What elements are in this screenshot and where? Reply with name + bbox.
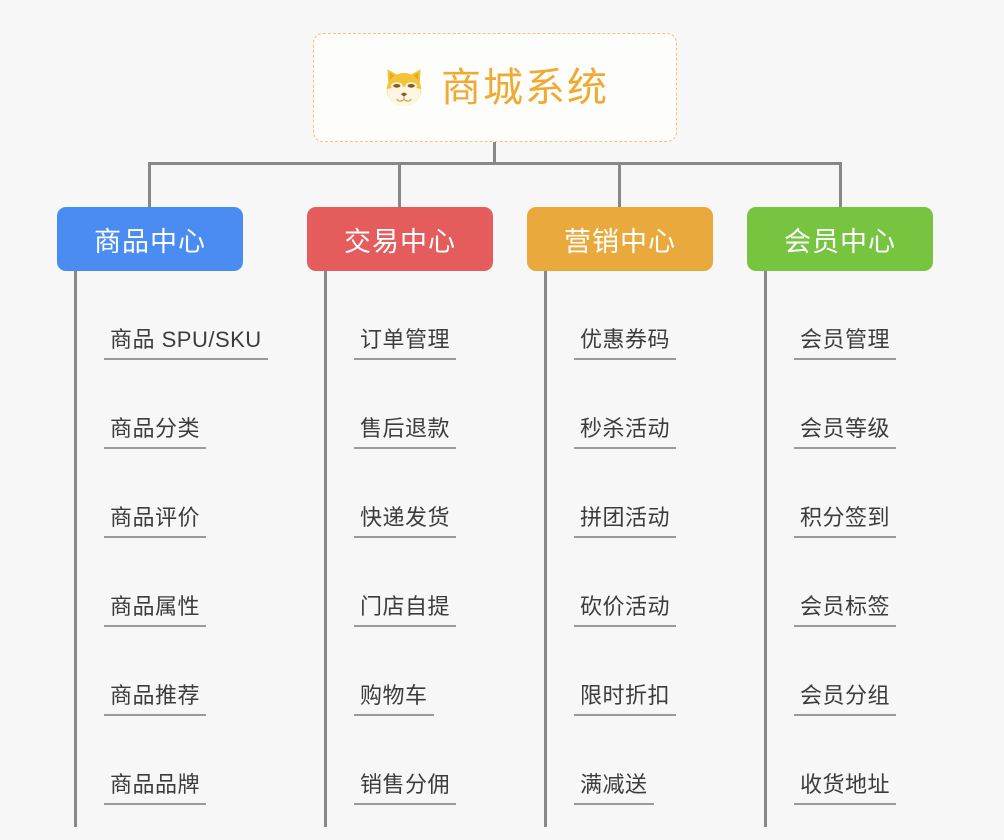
leaf-item[interactable]: 商品评价 <box>74 449 207 538</box>
leaf-item[interactable]: 商品品牌 <box>74 716 207 805</box>
leaf-item[interactable]: 限时折扣 <box>544 627 677 716</box>
leaf-item[interactable]: 购物车 <box>324 627 434 716</box>
category-box-4[interactable]: 会员中心 <box>747 207 933 271</box>
leaf-label: 满减送 <box>574 774 654 805</box>
leaf-item[interactable]: 满减送 <box>544 716 654 805</box>
leaf-item[interactable]: 售后退款 <box>324 360 457 449</box>
connector-drop-4 <box>839 162 842 208</box>
root-node[interactable]: 商城系统 <box>313 33 677 142</box>
leaf-spine-3 <box>544 271 547 827</box>
leaf-label: 秒杀活动 <box>574 418 677 449</box>
leaf-item[interactable]: 商品推荐 <box>74 627 207 716</box>
category-label-2: 交易中心 <box>344 226 456 257</box>
category-box-2[interactable]: 交易中心 <box>307 207 493 271</box>
leaf-label: 会员等级 <box>794 418 897 449</box>
leaf-item[interactable]: 拼团活动 <box>544 449 677 538</box>
leaf-item[interactable]: 商品分类 <box>74 360 207 449</box>
leaf-label: 砍价活动 <box>574 596 677 627</box>
leaf-label: 门店自提 <box>354 596 457 627</box>
leaf-item[interactable]: 快递发货 <box>324 449 457 538</box>
leaf-label: 会员标签 <box>794 596 897 627</box>
leaf-label: 商品品牌 <box>104 774 207 805</box>
leaf-label: 会员分组 <box>794 685 897 716</box>
leaf-label: 商品 SPU/SKU <box>104 329 268 360</box>
category-box-3[interactable]: 营销中心 <box>527 207 713 271</box>
leaf-label: 优惠券码 <box>574 329 677 360</box>
connector-drop-3 <box>618 162 621 208</box>
leaf-item[interactable]: 订单管理 <box>324 271 457 360</box>
leaf-label: 订单管理 <box>354 329 457 360</box>
leaf-label: 商品评价 <box>104 507 207 538</box>
leaf-item[interactable]: 积分签到 <box>764 449 897 538</box>
leaf-label: 限时折扣 <box>574 685 677 716</box>
leaf-item[interactable]: 秒杀活动 <box>544 360 677 449</box>
leaf-item[interactable]: 会员标签 <box>764 538 897 627</box>
leaf-item[interactable]: 砍价活动 <box>544 538 677 627</box>
leaf-spine-1 <box>74 271 77 827</box>
leaf-item[interactable]: 优惠券码 <box>544 271 677 360</box>
leaf-label: 商品推荐 <box>104 685 207 716</box>
leaf-label: 购物车 <box>354 685 434 716</box>
leaf-label: 会员管理 <box>794 329 897 360</box>
leaf-item[interactable]: 会员等级 <box>764 360 897 449</box>
leaf-label: 商品属性 <box>104 596 207 627</box>
leaf-label: 售后退款 <box>354 418 457 449</box>
category-label-1: 商品中心 <box>94 226 206 257</box>
leaf-item[interactable]: 商品 SPU/SKU <box>74 271 268 360</box>
leaf-item[interactable]: 会员分组 <box>764 627 897 716</box>
category-label-4: 会员中心 <box>784 226 896 257</box>
leaf-label: 销售分佣 <box>354 774 457 805</box>
leaf-item[interactable]: 商品属性 <box>74 538 207 627</box>
leaf-item[interactable]: 销售分佣 <box>324 716 457 805</box>
leaf-label: 积分签到 <box>794 507 897 538</box>
connector-horizontal-bus <box>148 162 842 165</box>
leaf-item[interactable]: 门店自提 <box>324 538 457 627</box>
leaf-spine-4 <box>764 271 767 827</box>
leaf-label: 拼团活动 <box>574 507 677 538</box>
leaf-spine-2 <box>324 271 327 827</box>
connector-drop-2 <box>398 162 401 208</box>
leaf-label: 快递发货 <box>354 507 457 538</box>
leaf-label: 商品分类 <box>104 418 207 449</box>
category-label-3: 营销中心 <box>564 226 676 257</box>
leaf-item[interactable]: 会员管理 <box>764 271 897 360</box>
shiba-dog-face-icon <box>386 68 422 106</box>
connector-root-trunk <box>493 142 496 164</box>
category-box-1[interactable]: 商品中心 <box>57 207 243 271</box>
leaf-label: 收货地址 <box>794 774 897 805</box>
root-title: 商城系统 <box>441 65 609 110</box>
leaf-item[interactable]: 收货地址 <box>764 716 897 805</box>
connector-drop-1 <box>148 162 151 208</box>
